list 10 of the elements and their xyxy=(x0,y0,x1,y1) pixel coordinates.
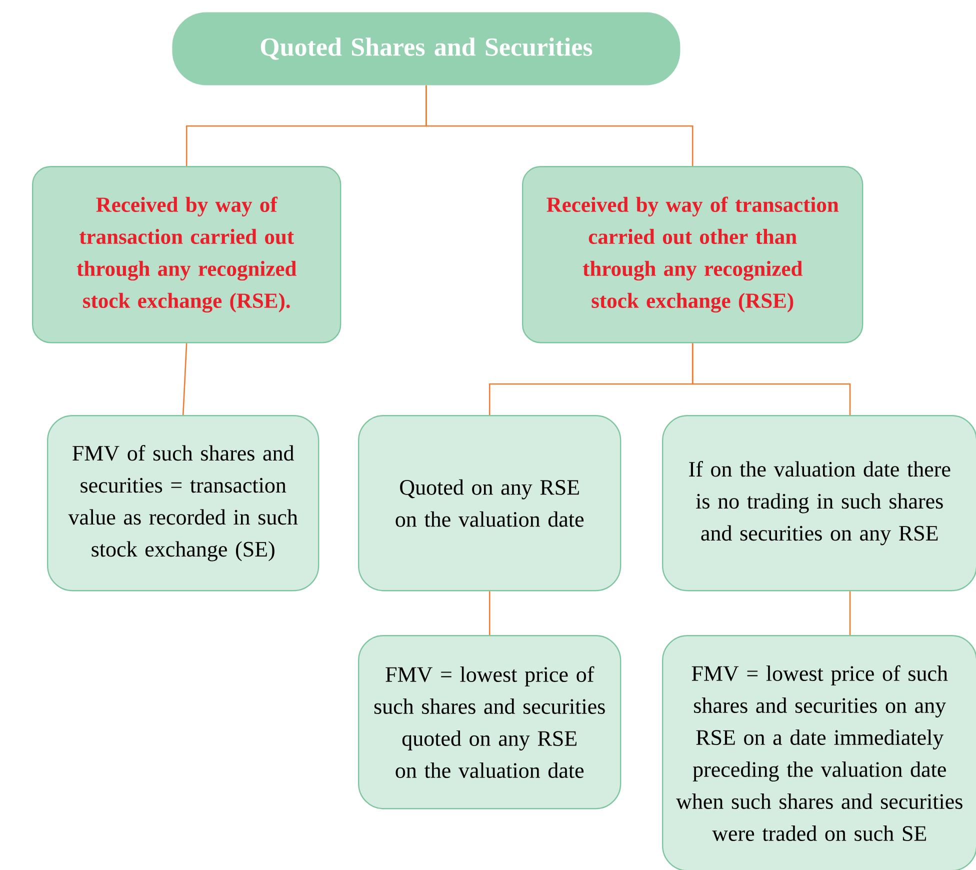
title-box: Quoted Shares and Securities xyxy=(172,12,680,86)
category-box: Received by way of transaction carried out through any recognized stock exchange (RSE). xyxy=(32,166,342,344)
connector-line xyxy=(692,343,851,415)
connector-line xyxy=(488,591,490,635)
category-box: Received by way of transaction carried out other than through any recognized stock exchange (RSE) xyxy=(522,166,864,344)
rule-box: FMV = lowest price of such shares and securities on any RSE on a date immediately preceding the valuation date when such shares and securities were traded on such SE xyxy=(662,635,976,870)
rule-box: If on the valuation date there is no trading in such shares and securities on any RSE xyxy=(662,415,976,592)
connector-line xyxy=(182,343,188,416)
connector-line xyxy=(849,591,851,635)
connector-line xyxy=(426,85,694,166)
